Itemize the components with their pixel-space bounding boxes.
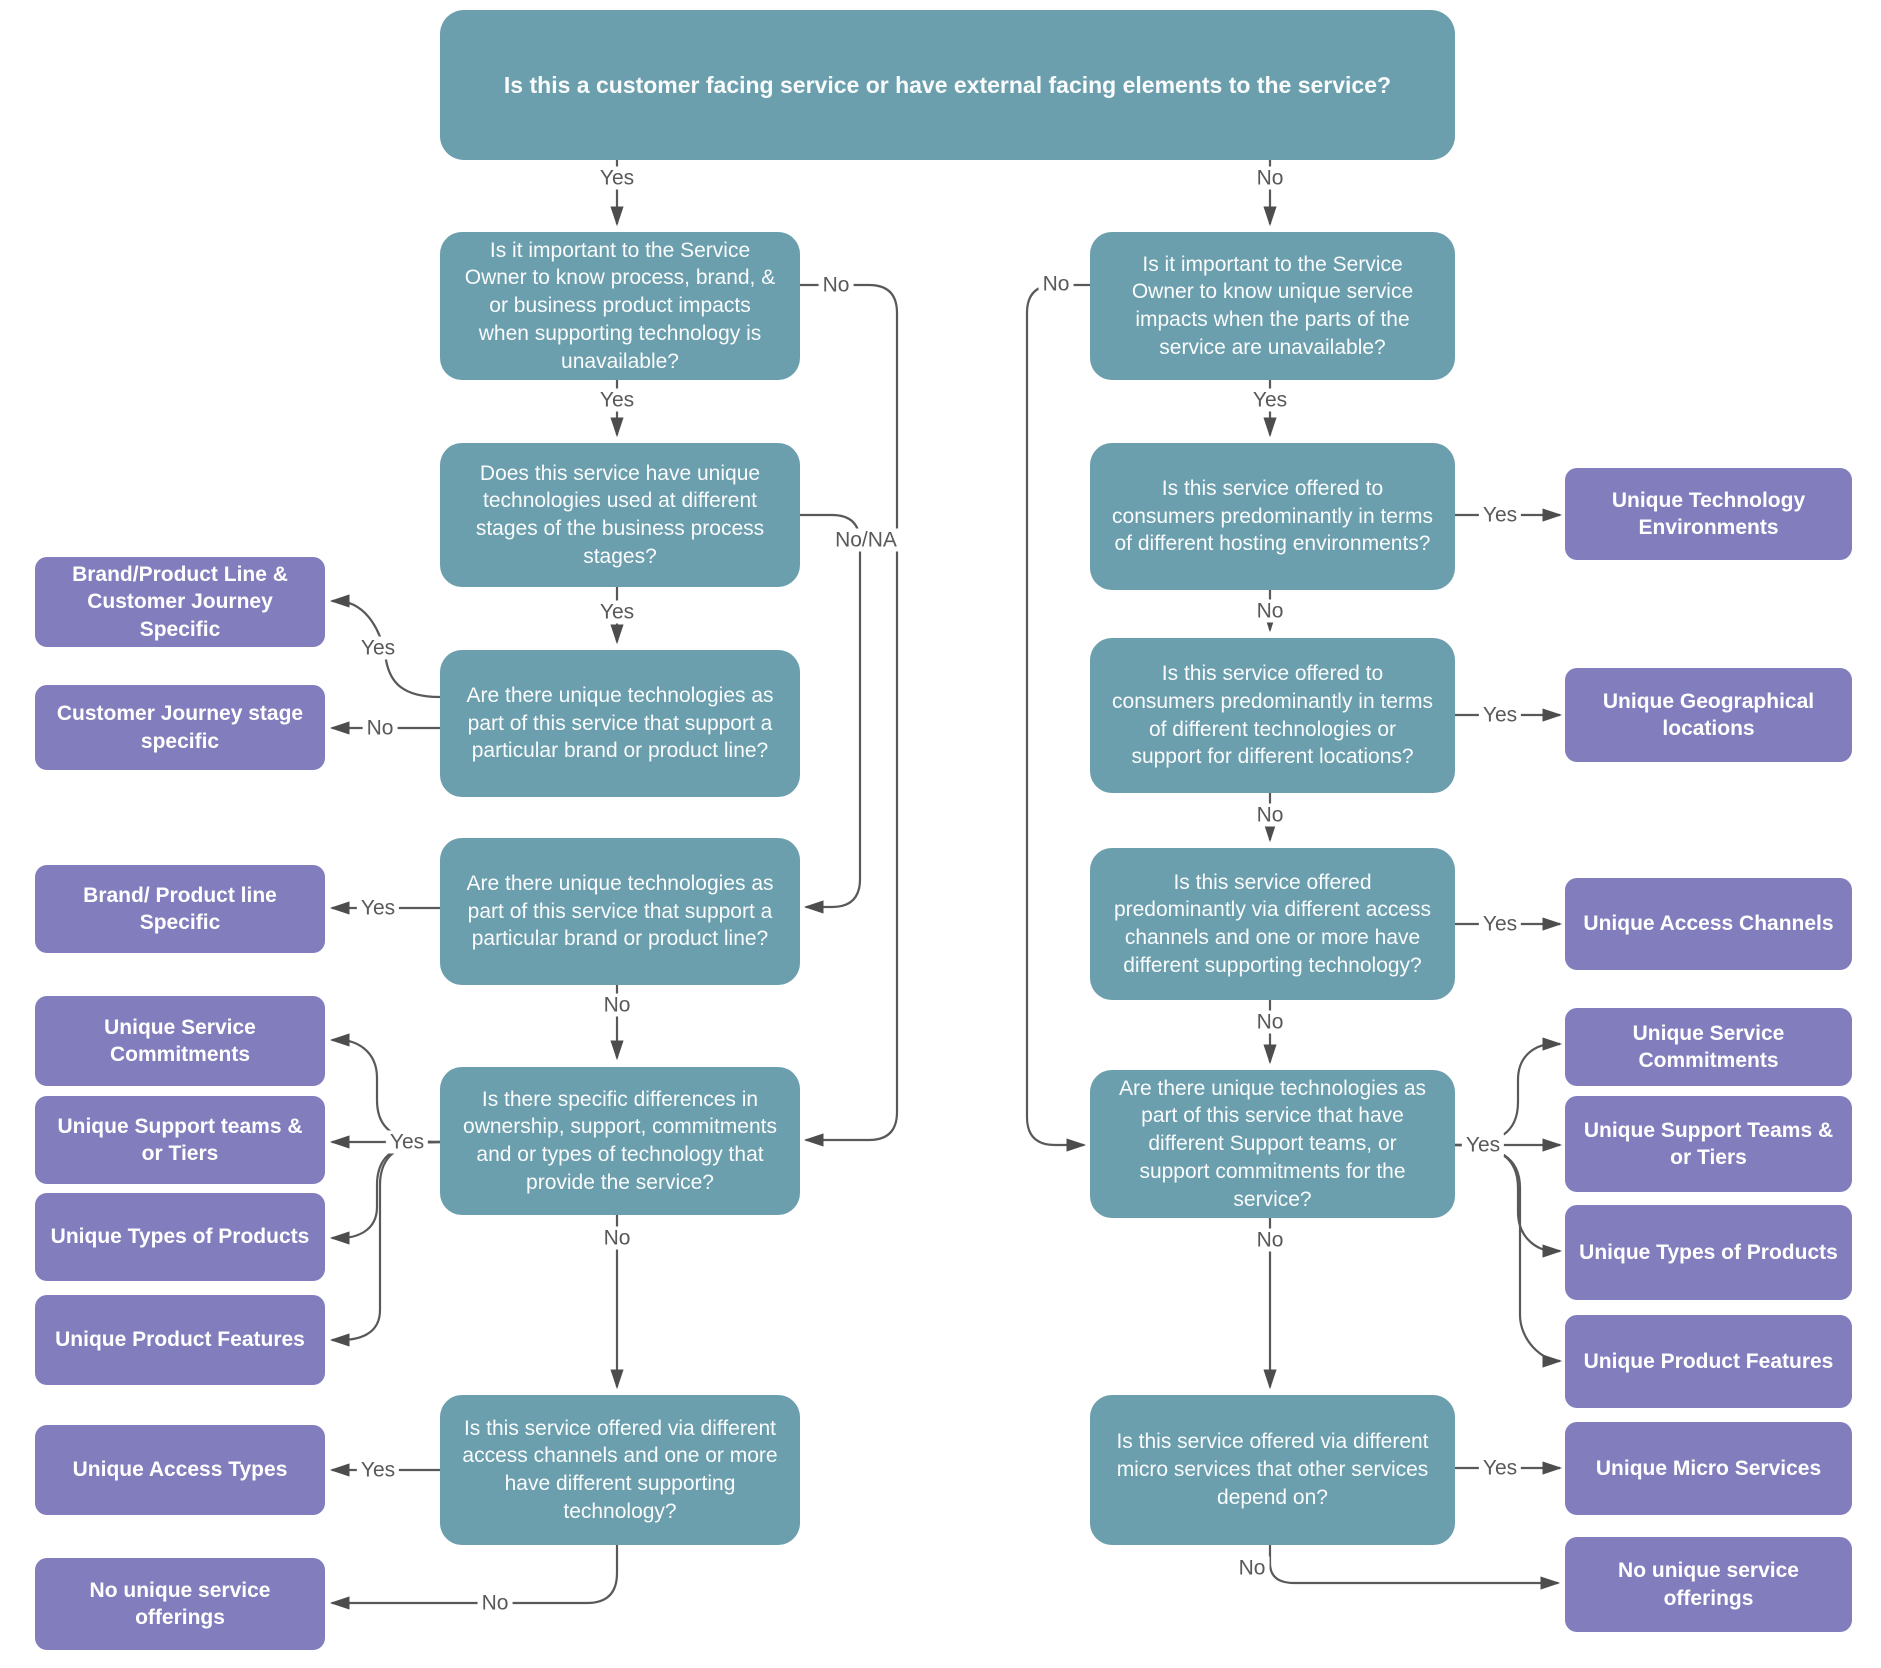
outcome-right-unique-types-products: Unique Types of Products [1565, 1205, 1852, 1300]
label-r2-no: No [1252, 599, 1288, 623]
outcome-unique-access-channels: Unique Access Channels [1565, 878, 1852, 970]
outcome-left-no-unique-offerings: No unique service offerings [35, 1558, 325, 1650]
question-left-stage-tech: Does this service have unique technologi… [440, 443, 800, 587]
label-l4-no: No [599, 993, 635, 1017]
edge-l5-yes-c [329, 1140, 441, 1245]
edge-l6-no [329, 1545, 619, 1610]
outcome-unique-micro-services: Unique Micro Services [1565, 1422, 1852, 1515]
label-r3-no: No [1252, 803, 1288, 827]
edge-r6-no [1268, 1545, 1561, 1590]
label-r1-no: No [1038, 272, 1074, 296]
question-left-brand-tech-2: Are there unique technologies as part of… [440, 838, 800, 985]
question-right-support-teams: Are there unique technologies as part of… [1090, 1070, 1455, 1218]
label-l6-yes: Yes [356, 1458, 400, 1482]
label-r3-yes: Yes [1478, 703, 1522, 727]
outcome-customer-journey-stage: Customer Journey stage specific [35, 685, 325, 770]
outcome-left-unique-types-products: Unique Types of Products [35, 1193, 325, 1281]
label-l6-no: No [477, 1591, 513, 1615]
question-right-tech-locations: Is this service offered to consumers pre… [1090, 638, 1455, 793]
label-l5-yes: Yes [385, 1130, 429, 1154]
question-right-micro-services: Is this service offered via different mi… [1090, 1395, 1455, 1545]
label-l3-yes: Yes [356, 636, 400, 660]
label-r5-yes: Yes [1461, 1133, 1505, 1157]
outcome-brand-product-line: Brand/ Product line Specific [35, 865, 325, 953]
edge-l2-nona [800, 513, 862, 914]
question-right-owner-impacts: Is it important to the Service Owner to … [1090, 232, 1455, 380]
outcome-left-unique-support-teams: Unique Support teams & or Tiers [35, 1096, 325, 1184]
outcome-unique-geographical-locations: Unique Geographical locations [1565, 668, 1852, 762]
label-l2-nona: No/NA [831, 528, 901, 552]
edge-r5-yes-a [1454, 1037, 1563, 1147]
label-r2-yes: Yes [1478, 503, 1522, 527]
outcome-right-unique-service-commitments: Unique Service Commitments [1565, 1008, 1852, 1086]
label-root-yes: Yes [595, 166, 639, 190]
label-l4-yes: Yes [356, 896, 400, 920]
outcome-right-unique-support-teams: Unique Support Teams & or Tiers [1565, 1096, 1852, 1192]
label-root-no: No [1252, 166, 1288, 190]
outcome-unique-technology-environments: Unique Technology Environments [1565, 468, 1852, 560]
outcome-left-unique-product-features: Unique Product Features [35, 1295, 325, 1385]
label-l5-no: No [599, 1226, 635, 1250]
edge-r5-yes-c [1454, 1143, 1563, 1258]
edge-l1-no [800, 283, 899, 1147]
outcome-left-unique-service-commitments: Unique Service Commitments [35, 996, 325, 1086]
label-l3-no: No [362, 716, 398, 740]
label-l1-yes: Yes [595, 388, 639, 412]
question-left-brand-tech-1: Are there unique technologies as part of… [440, 650, 800, 797]
label-r6-yes: Yes [1478, 1456, 1522, 1480]
label-r6-no: No [1234, 1556, 1270, 1580]
outcome-brand-product-line-customer-journey: Brand/Product Line & Customer Journey Sp… [35, 557, 325, 647]
edge-r1-no [1025, 283, 1090, 1152]
question-customer-facing: Is this a customer facing service or hav… [440, 10, 1455, 160]
outcome-right-no-unique-offerings: No unique service offerings [1565, 1537, 1852, 1632]
outcome-right-unique-product-features: Unique Product Features [1565, 1315, 1852, 1408]
label-r1-yes: Yes [1248, 388, 1292, 412]
question-left-access-channels: Is this service offered via different ac… [440, 1395, 800, 1545]
label-r5-no: No [1252, 1228, 1288, 1252]
question-left-owner-impacts: Is it important to the Service Owner to … [440, 232, 800, 380]
question-right-access-channels: Is this service offered predominantly vi… [1090, 848, 1455, 1000]
edge-l3-yes [329, 594, 441, 699]
question-left-ownership-differences: Is there specific differences in ownersh… [440, 1067, 800, 1215]
question-right-hosting-environments: Is this service offered to consumers pre… [1090, 443, 1455, 590]
edge-r5-yes-d [1454, 1143, 1563, 1368]
outcome-unique-access-types: Unique Access Types [35, 1425, 325, 1515]
label-r4-yes: Yes [1478, 912, 1522, 936]
label-l1-no: No [818, 273, 854, 297]
edge-l5-yes-a [329, 1033, 441, 1144]
label-r4-no: No [1252, 1010, 1288, 1034]
edge-l5-yes-d [329, 1140, 441, 1347]
label-l2-yes: Yes [595, 600, 639, 624]
